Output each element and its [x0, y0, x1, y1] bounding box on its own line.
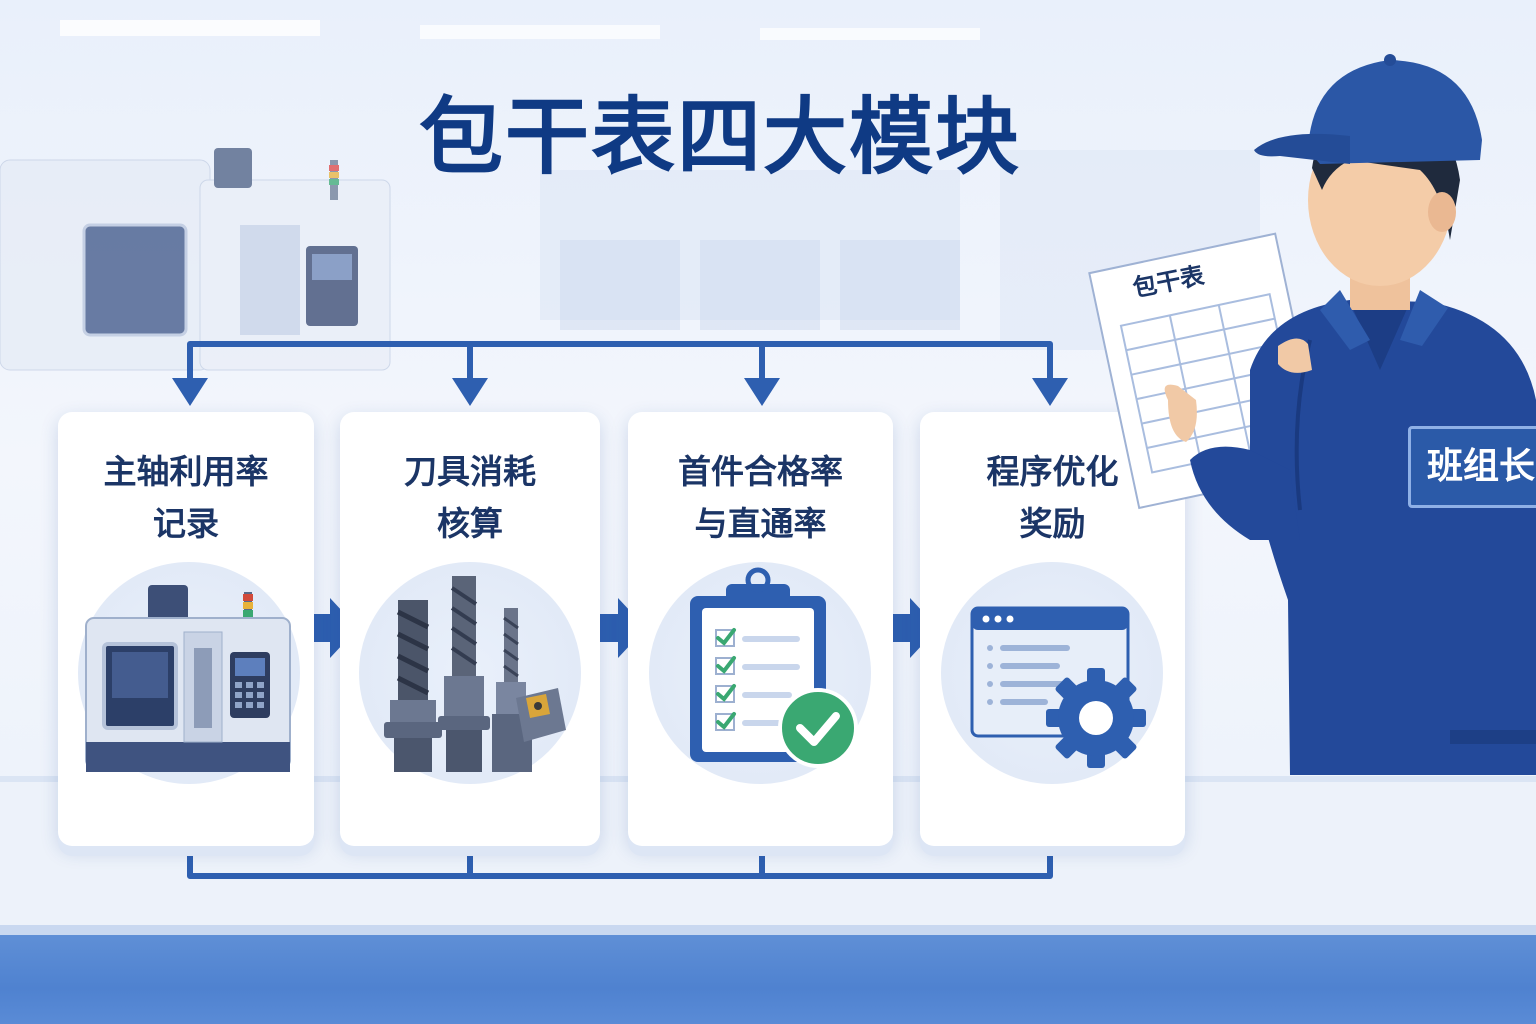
module-card-first-pass-yield: 首件合格率 与直通率 — [628, 412, 893, 846]
team-leader-badge: 班组长 — [1408, 426, 1536, 508]
cnc-machine-icon — [58, 412, 314, 846]
arrow-down-3 — [744, 378, 780, 406]
checklist-clipboard-icon — [628, 412, 893, 846]
team-leader-figure — [1050, 40, 1536, 780]
arrow-down-2 — [452, 378, 488, 406]
module-card-spindle-utilization: 主轴利用率 记录 — [58, 412, 314, 846]
floor-band — [0, 935, 1536, 1024]
arrow-down-1 — [172, 378, 208, 406]
module-card-tool-consumption: 刀具消耗 核算 — [340, 412, 600, 846]
floor-edge — [0, 925, 1536, 935]
cutting-tools-icon — [340, 412, 600, 846]
